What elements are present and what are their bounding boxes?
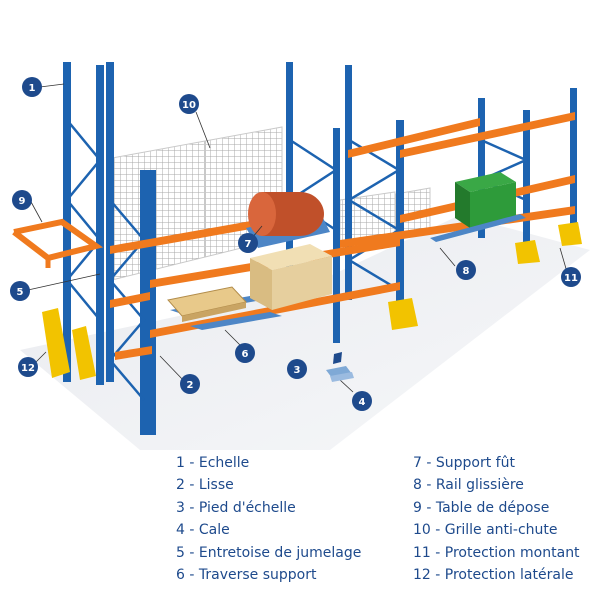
callout-6-label: 6 <box>242 349 249 360</box>
legend-left-column: 1 - Echelle 2 - Lisse 3 - Pied d'échelle… <box>176 452 376 586</box>
callout-1: 1 <box>22 77 42 97</box>
legend-item-4: 4 - Cale <box>176 522 230 539</box>
pallet-racking-illustration: 1 2 3 4 5 6 7 8 9 10 11 12 <box>10 62 590 450</box>
callout-2: 2 <box>180 374 200 394</box>
callout-11-label: 11 <box>564 273 578 284</box>
callout-12: 12 <box>18 357 38 377</box>
drum <box>246 192 330 248</box>
drop-table <box>12 218 104 268</box>
legend-item-8: 8 - Rail glissière <box>413 477 524 494</box>
callout-3-label: 3 <box>294 365 301 376</box>
callout-10-label: 10 <box>182 100 196 111</box>
ladder-foot-detail <box>326 352 354 382</box>
callout-5: 5 <box>10 281 30 301</box>
cardboard-box <box>250 244 332 310</box>
callout-12-label: 12 <box>21 363 35 374</box>
legend-item-1: 1 - Echelle <box>176 455 250 471</box>
legend-item-6: 6 - Traverse support <box>176 567 317 584</box>
callout-1-label: 1 <box>29 83 36 94</box>
green-crate <box>455 172 516 228</box>
legend-item-2: 2 - Lisse <box>176 477 234 494</box>
legend-item-12: 12 - Protection latérale <box>413 567 574 584</box>
legend-item-3: 3 - Pied d'échelle <box>176 499 296 516</box>
callout-7: 7 <box>238 233 258 253</box>
callout-5-label: 5 <box>17 287 24 298</box>
callout-3: 3 <box>287 359 307 379</box>
legend-item-10: 10 - Grille anti-chute <box>413 522 558 539</box>
callout-8: 8 <box>456 260 476 280</box>
callout-4: 4 <box>352 391 372 411</box>
protectors <box>42 222 582 380</box>
callout-9: 9 <box>12 190 32 210</box>
callout-4-label: 4 <box>359 397 366 408</box>
legend-right-column: 7 - Support fût 8 - Rail glissière 9 - T… <box>413 452 600 586</box>
callout-11: 11 <box>561 267 581 287</box>
callout-6: 6 <box>235 343 255 363</box>
floor-shadow <box>20 215 590 450</box>
leader-lines <box>27 83 568 393</box>
legend-item-5: 5 - Entretoise de jumelage <box>176 544 362 561</box>
legend-item-11: 11 - Protection montant <box>413 544 580 561</box>
callout-8-label: 8 <box>463 266 470 277</box>
callout-7-label: 7 <box>245 239 252 250</box>
callout-10: 10 <box>179 94 199 114</box>
slide-rail <box>430 214 526 242</box>
callout-9-label: 9 <box>19 196 26 207</box>
legend-item-9: 9 - Table de dépose <box>413 499 550 516</box>
callout-2-label: 2 <box>187 380 194 391</box>
legend-item-7: 7 - Support fût <box>413 455 515 471</box>
pallet <box>167 286 247 322</box>
